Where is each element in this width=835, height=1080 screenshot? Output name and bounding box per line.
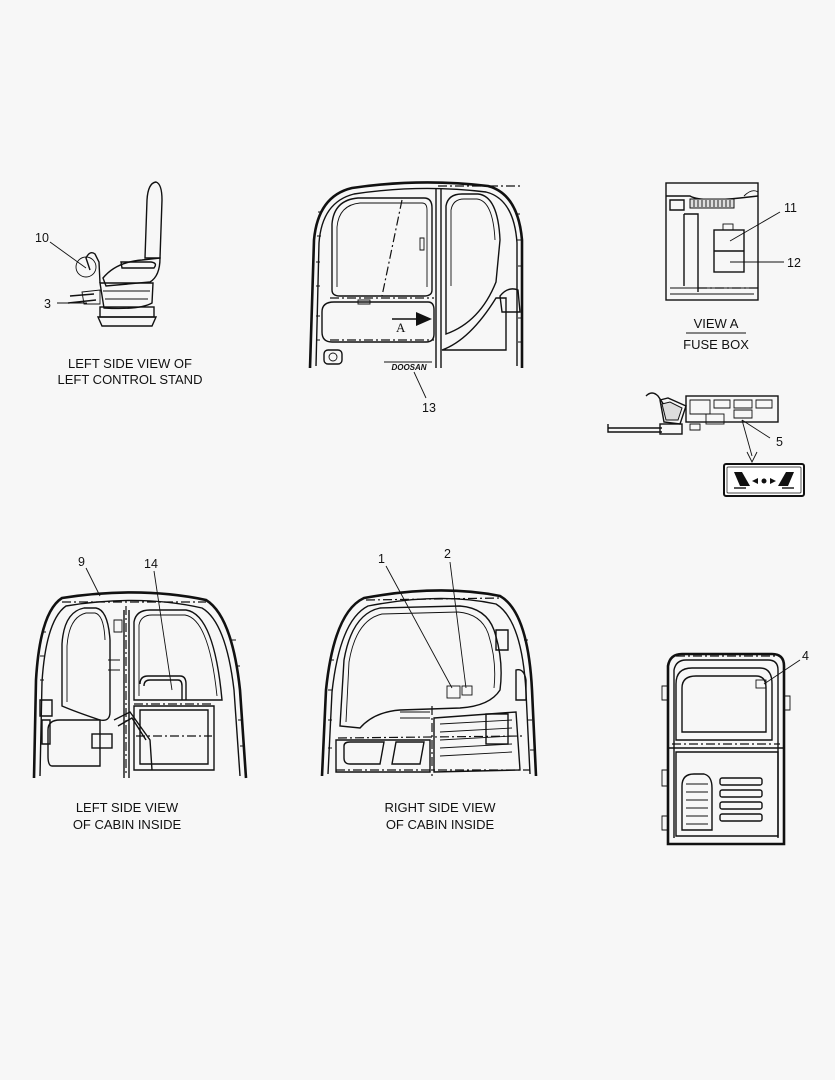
- callout-5: 5: [776, 435, 783, 449]
- brand-decal-13: DOOSAN: [391, 363, 426, 372]
- view-title-cabin-right-line1: RIGHT SIDE VIEW: [385, 800, 497, 815]
- label-decal-10: [75, 256, 97, 278]
- leader-9: [85, 567, 101, 597]
- leader-2: [449, 561, 467, 689]
- control-console-drawing: [607, 392, 779, 435]
- callout-11: 11: [784, 201, 797, 215]
- leader-1: [385, 565, 453, 689]
- view-title-cabin-right-line2: OF CABIN INSIDE: [386, 817, 495, 832]
- seat-control-stand-drawing: [67, 181, 163, 327]
- cabin-rear-drawing: [661, 652, 791, 846]
- leader-5-arrow: [741, 419, 753, 457]
- view-title-view-a-line2: FUSE BOX: [683, 337, 749, 352]
- fuse-box-view-drawing: [665, 182, 759, 301]
- callout-1: 1: [378, 552, 385, 566]
- leader-11: [729, 211, 781, 242]
- callout-3: 3: [44, 297, 51, 311]
- callout-12: 12: [787, 256, 801, 270]
- lever-direction-decal-5: [723, 463, 805, 497]
- cabin-door-exterior-drawing: [308, 181, 524, 369]
- view-a-arrow: [392, 312, 432, 326]
- leader-4: [763, 659, 801, 685]
- view-title-control-stand-line1: LEFT SIDE VIEW OF: [68, 356, 192, 371]
- callout-2: 2: [444, 547, 451, 561]
- leader-14: [153, 570, 173, 691]
- leader-13: [413, 371, 427, 399]
- callout-10: 10: [35, 231, 49, 245]
- view-a-marker: A: [396, 320, 406, 335]
- view-title-view-a-line1: VIEW A: [694, 316, 739, 331]
- cabin-left-inside-drawing: [32, 591, 248, 779]
- decal-pointer: [746, 451, 758, 464]
- cabin-right-inside-drawing: [320, 589, 538, 777]
- callout-14: 14: [144, 557, 158, 571]
- leader-10: [49, 241, 87, 269]
- leader-5: [741, 419, 771, 439]
- callout-9: 9: [78, 555, 85, 569]
- view-title-cabin-left-line1: LEFT SIDE VIEW: [76, 800, 179, 815]
- callout-4: 4: [802, 649, 809, 663]
- callout-13: 13: [422, 401, 436, 415]
- view-title-control-stand-line2: LEFT CONTROL STAND: [58, 372, 203, 387]
- view-title-cabin-left-line2: OF CABIN INSIDE: [73, 817, 182, 832]
